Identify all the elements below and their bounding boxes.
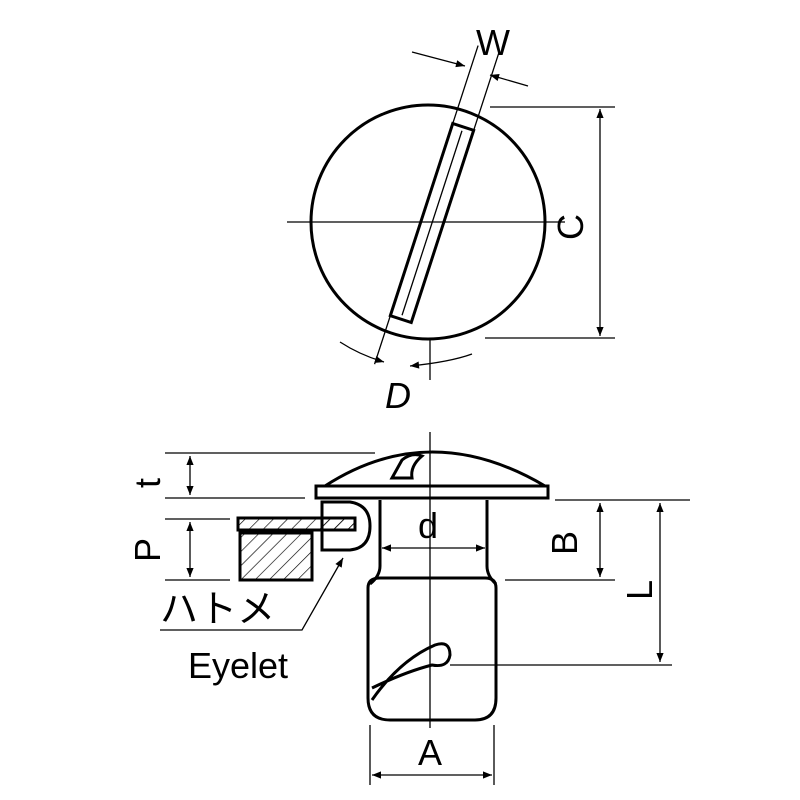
cam-groove: [370, 642, 452, 701]
label-w: W: [476, 22, 510, 63]
shank-body: [366, 576, 498, 722]
thick-panel: [238, 531, 314, 582]
label-b: B: [544, 531, 585, 555]
label-D: D: [385, 375, 411, 416]
head-slot: [389, 453, 425, 480]
side-view: d B L A t P ハトメ Eyelet: [127, 432, 690, 785]
d-dim-arc-left: [339, 341, 385, 363]
eyelet-hook: [320, 500, 372, 552]
label-p: P: [127, 538, 168, 562]
label-c: C: [550, 214, 591, 240]
eyelet-leader: [160, 557, 344, 631]
head-circle: [309, 103, 547, 341]
w-dim-arrow-right: [489, 74, 529, 87]
label-l: L: [619, 580, 660, 600]
label-t: t: [127, 478, 168, 488]
top-view: W C D: [287, 22, 615, 416]
d-dim-arc-right: [409, 353, 473, 369]
head-dome: [324, 450, 546, 488]
label-a: A: [418, 732, 442, 773]
panel-in-eyelet: [321, 517, 356, 531]
label-eyelet-jp: ハトメ: [160, 587, 275, 631]
head-flange: [314, 484, 550, 500]
label-d: d: [418, 505, 438, 546]
w-dim-arrow-left: [411, 51, 466, 68]
screwdriver-slot: [373, 45, 500, 365]
label-eyelet-en: Eyelet: [188, 645, 288, 686]
